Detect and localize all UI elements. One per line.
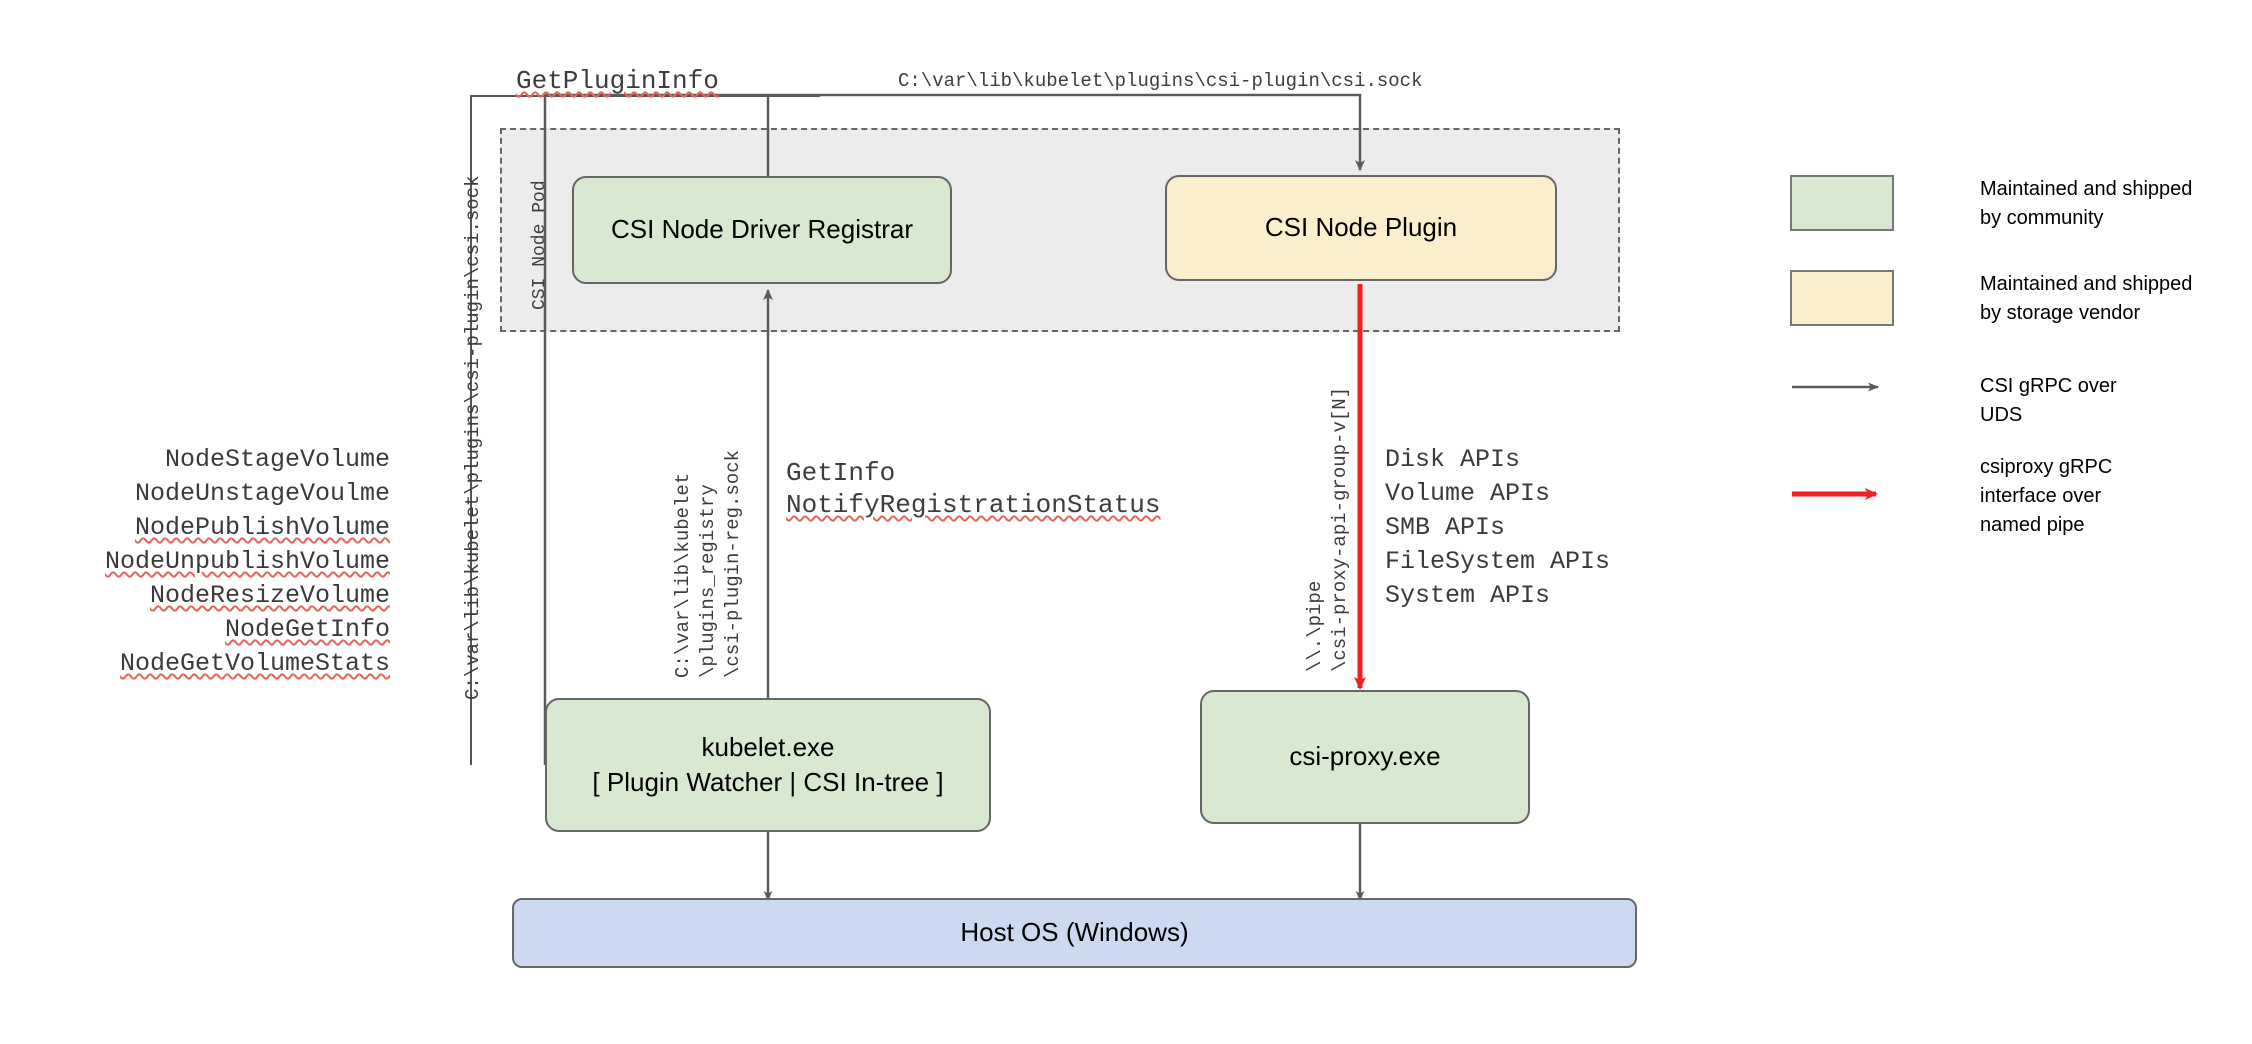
label-get-info: GetInfo [786, 458, 896, 488]
label-notify-registration-status: NotifyRegistrationStatus [786, 490, 1161, 520]
node-label: csi-proxy.exe [1289, 741, 1441, 772]
csi-node-api-item: NodeUnpublishVolume [104, 547, 390, 576]
label-named-pipe-line2: \csi-proxy-api-group-v[N] [1329, 386, 1351, 672]
label-get-plugin-info: GetPluginInfo [516, 66, 719, 96]
label-csi-sock-path-left: C:\var\lib\kubelet\plugins\csi-plugin\cs… [462, 175, 484, 701]
legend-item-vendor: Maintained and shipped by storage vendor [1790, 270, 2192, 328]
node-csi-node-plugin[interactable]: CSI Node Plugin [1165, 175, 1557, 281]
label-named-pipe-line1: \\.\pipe [1304, 580, 1326, 672]
csiproxy-api-item: System APIs [1385, 581, 1551, 610]
legend-label: Maintained and shipped by storage vendor [1980, 273, 2193, 324]
node-host-os[interactable]: Host OS (Windows) [512, 898, 1637, 968]
legend-swatch-yellow [1790, 270, 1894, 326]
csiproxy-api-item: Volume APIs [1385, 479, 1551, 508]
node-label: Host OS (Windows) [960, 917, 1189, 948]
csi-node-api-item: NodeUnstageVoulme [134, 479, 390, 508]
csi-node-api-item: NodeGetInfo [224, 615, 390, 644]
legend-item-community: Maintained and shipped by community [1790, 175, 2192, 233]
legend-label: Maintained and shipped by community [1980, 178, 2193, 229]
node-label: CSI Node Plugin [1264, 212, 1458, 243]
legend-item-csi-grpc-uds: CSI gRPC over UDS [1790, 372, 2117, 430]
csiproxy-api-item: Disk APIs [1385, 445, 1521, 474]
node-csi-node-driver-registrar[interactable]: CSI Node Driver Registrar [572, 176, 952, 284]
csi-node-api-item: NodeGetVolumeStats [119, 649, 390, 678]
legend-arrow-gray [1790, 372, 1894, 402]
csi-node-api-item: NodeResizeVolume [149, 581, 390, 610]
kubelet-title: kubelet.exe [701, 731, 835, 762]
csiproxy-api-item: FileSystem APIs [1385, 547, 1611, 576]
csi-node-pod-label: CSI Node Pod [530, 180, 550, 310]
csi-node-api-item: NodePublishVolume [134, 513, 390, 542]
kubelet-subtitle: [ Plugin Watcher | CSI In-tree ] [592, 767, 944, 797]
label-registry-path-line1: C:\var\lib\kubelet [672, 472, 694, 678]
legend-swatch-green [1790, 175, 1894, 231]
legend-label: CSI gRPC over UDS [1980, 375, 2117, 426]
legend-item-csiproxy-named-pipe: csiproxy gRPC interface over named pipe [1790, 453, 2112, 540]
legend-arrow-red [1790, 479, 1894, 509]
node-csi-proxy-exe[interactable]: csi-proxy.exe [1200, 690, 1530, 824]
node-kubelet-exe[interactable]: kubelet.exe [ Plugin Watcher | CSI In-tr… [545, 698, 991, 832]
csiproxy-api-item: SMB APIs [1385, 513, 1506, 542]
node-label: CSI Node Driver Registrar [611, 214, 913, 245]
label-csi-sock-path-top: C:\var\lib\kubelet\plugins\csi-plugin\cs… [898, 70, 1423, 92]
label-registry-path-line2: \plugins_registry [697, 484, 719, 678]
legend-label: csiproxy gRPC interface over named pipe [1980, 456, 2113, 536]
label-registry-path-line3: \csi-plugin-reg.sock [722, 449, 744, 678]
csi-node-api-item: NodeStageVolume [164, 445, 390, 474]
